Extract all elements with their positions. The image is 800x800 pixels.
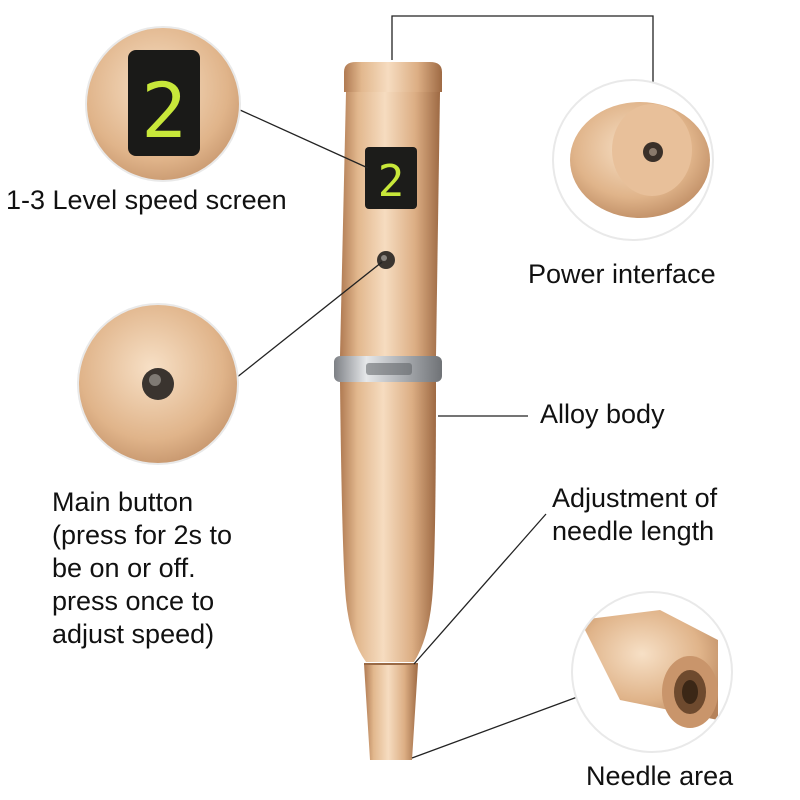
zoom-circle-screen: 2 [85,26,241,182]
adjustment-label: Adjustment of needle length [552,483,718,546]
pen-body: 2 [334,62,442,760]
power-interface-label: Power interface [528,259,716,289]
svg-text:2: 2 [141,66,187,155]
pen-top-cap [344,62,442,92]
alloy-body-label: Alloy body [540,399,665,429]
main-button-label: Main button (press for 2s to be on or of… [52,487,233,649]
zoom-circle-needle [571,591,733,753]
pen-lower-body [340,382,436,662]
zoom-circle-button [77,303,239,465]
screen-digit: 2 [378,156,405,207]
zoom-circle-power [552,79,714,241]
needle-cone [364,664,418,760]
needle-area-label: Needle area [586,761,734,791]
speed-screen [365,147,417,209]
pen-upper-body [340,92,440,356]
speed-screen-label: 1-3 Level speed screen [6,185,287,215]
